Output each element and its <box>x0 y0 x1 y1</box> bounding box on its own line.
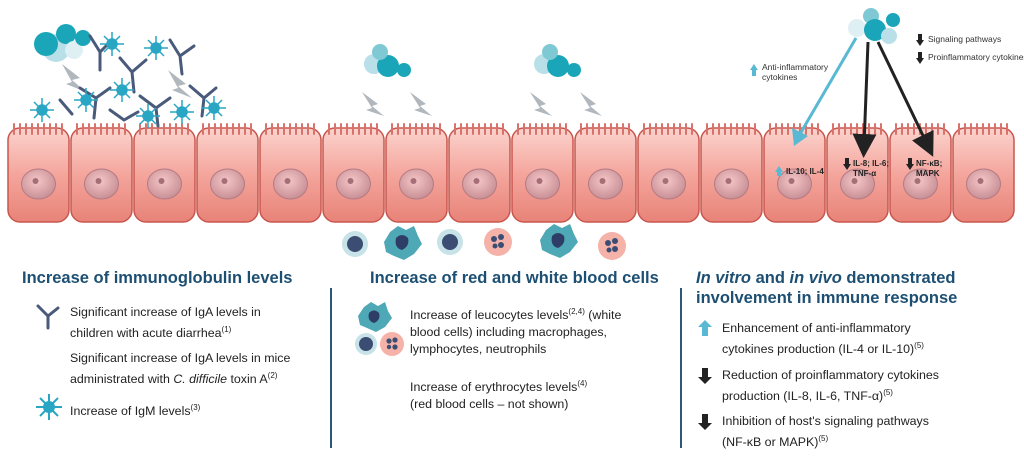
blood-cells-section: Increase of red and white blood cells <box>370 268 680 288</box>
epithelial-cell-layer <box>7 123 1015 223</box>
arrow-down-icon <box>698 414 712 430</box>
arrow-down-icon <box>916 34 924 46</box>
column-divider <box>330 288 332 448</box>
yeast-cluster-icon <box>534 44 581 77</box>
blood-cells-heading: Increase of red and white blood cells <box>370 269 659 287</box>
immunoglobulin-heading: Increase of immunoglobulin levels <box>22 269 293 287</box>
column-divider <box>680 288 682 448</box>
list-item: Enhancement of anti-inflammatory cytokin… <box>722 321 924 357</box>
list-item: Significant increase of IgA levels in mi… <box>70 351 291 387</box>
callout-anti-inflammatory: Anti-inflammatory <box>762 62 829 72</box>
macrophage-icon <box>384 226 422 260</box>
list-item: Increase of leucocytes levels(2,4) (whit… <box>410 307 622 357</box>
epithelial-cell <box>511 123 574 223</box>
lightning-bolt-icon <box>62 64 602 116</box>
neutrophil-icon <box>484 228 512 256</box>
epithelial-cell <box>448 123 511 223</box>
epithelial-cell <box>637 123 700 223</box>
epithelial-cell <box>133 123 196 223</box>
list-item: Increase of erythrocytes levels(4) (red … <box>410 379 588 412</box>
arrow-up-icon <box>792 128 808 146</box>
cell-label-il8: IL-8; IL-6; <box>853 159 889 168</box>
callout-signaling: Signaling pathways <box>928 34 1001 44</box>
epithelial-cell <box>385 123 448 223</box>
macrophage-icon <box>540 224 578 258</box>
arrow-up-icon <box>775 166 783 176</box>
yeast-cluster-icon <box>34 24 91 62</box>
lymphocyte-icon <box>437 229 463 255</box>
iga-antibody-icon <box>36 304 60 330</box>
epithelial-cell <box>889 123 952 223</box>
immune-response-heading: In vitro and in vivo demonstrated involv… <box>696 269 958 307</box>
cell-label-mapk: MAPK <box>916 169 940 178</box>
blood-cells <box>342 224 626 260</box>
blood-cells-icon <box>355 302 404 356</box>
cell-label-nfkb: NF-κB; <box>916 159 942 168</box>
list-item: Significant increase of IgA levels in ch… <box>70 305 261 341</box>
epithelial-cell <box>322 123 385 223</box>
callout-proinflammatory: Proinflammatory cytokines <box>928 52 1024 62</box>
list-item: Reduction of proinflammatory cytokines p… <box>722 368 939 404</box>
igm-star-icon <box>36 394 62 420</box>
epithelial-cell <box>7 123 70 223</box>
igm-star-icon <box>30 32 226 128</box>
epithelial-cell <box>259 123 322 223</box>
callout-cytokines: cytokines <box>762 72 797 82</box>
intestinal-epithelium-scene: Anti-inflammatory cytokines Signaling pa… <box>7 8 1024 260</box>
list-item: Increase of IgM levels(3) <box>70 403 201 419</box>
yeast-cluster-icon <box>364 44 411 77</box>
epithelial-cell <box>70 123 133 223</box>
arrow-down-icon <box>916 52 924 64</box>
lymphocyte-icon <box>342 231 368 257</box>
cell-label-tnf: TNF-α <box>853 169 876 178</box>
immune-response-section: In vitro and in vivo demonstrated involv… <box>696 268 1016 308</box>
arrow-down-icon <box>876 41 934 157</box>
yeast-cluster-icon <box>848 8 900 44</box>
arrow-down-icon <box>852 41 877 158</box>
neutrophil-icon <box>598 232 626 260</box>
epithelial-cell <box>700 123 763 223</box>
epithelial-cell <box>574 123 637 223</box>
epithelial-cell <box>763 123 826 223</box>
arrow-down-icon <box>906 158 914 170</box>
arrow-up-icon <box>750 64 758 76</box>
epithelial-cell <box>196 123 259 223</box>
arrow-down-icon <box>698 368 712 384</box>
immunoglobulin-section: Increase of immunoglobulin levels <box>22 268 322 288</box>
cell-label-il10: IL-10; IL-4 <box>786 167 824 176</box>
arrow-down-icon <box>843 158 851 170</box>
epithelial-cell <box>952 123 1015 223</box>
list-item: Inhibition of host's signaling pathways … <box>722 414 929 450</box>
arrow-up-icon <box>698 320 712 336</box>
